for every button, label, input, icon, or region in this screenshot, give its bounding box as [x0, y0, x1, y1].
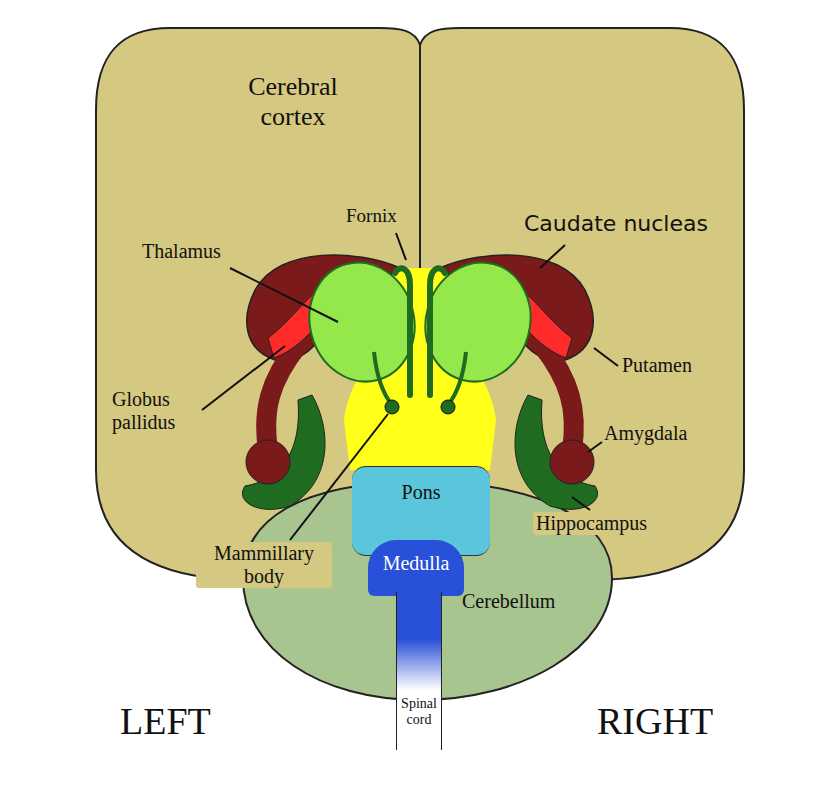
region-label: Cerebellum: [462, 590, 555, 613]
node-label: Medulla: [368, 552, 464, 575]
region-label: Cerebral cortex: [228, 72, 358, 132]
leader-line: [540, 245, 565, 268]
leader-line: [202, 346, 285, 410]
part-label: Caudate nucleas: [524, 211, 708, 236]
part-label: Hippocampus: [533, 512, 650, 535]
side-label: LEFT: [120, 700, 211, 744]
part-label: Fornix: [346, 205, 397, 227]
side-label: RIGHT: [597, 700, 713, 744]
leader-line: [230, 268, 338, 322]
spinal-cord-box: Spinal cord: [396, 592, 442, 750]
part-label: Mammillary body: [196, 542, 332, 588]
node-label: Pons: [352, 481, 490, 504]
node-label: Spinal cord: [397, 696, 441, 728]
leader-line: [572, 497, 590, 510]
part-label: Globus pallidus: [112, 388, 204, 434]
part-label: Putamen: [622, 354, 692, 377]
leader-line: [594, 348, 618, 366]
leader-line: [396, 233, 406, 260]
part-label: Amygdala: [604, 422, 687, 445]
medulla-box: Medulla: [368, 540, 464, 596]
part-label: Thalamus: [142, 240, 221, 263]
leader-line: [588, 442, 602, 452]
